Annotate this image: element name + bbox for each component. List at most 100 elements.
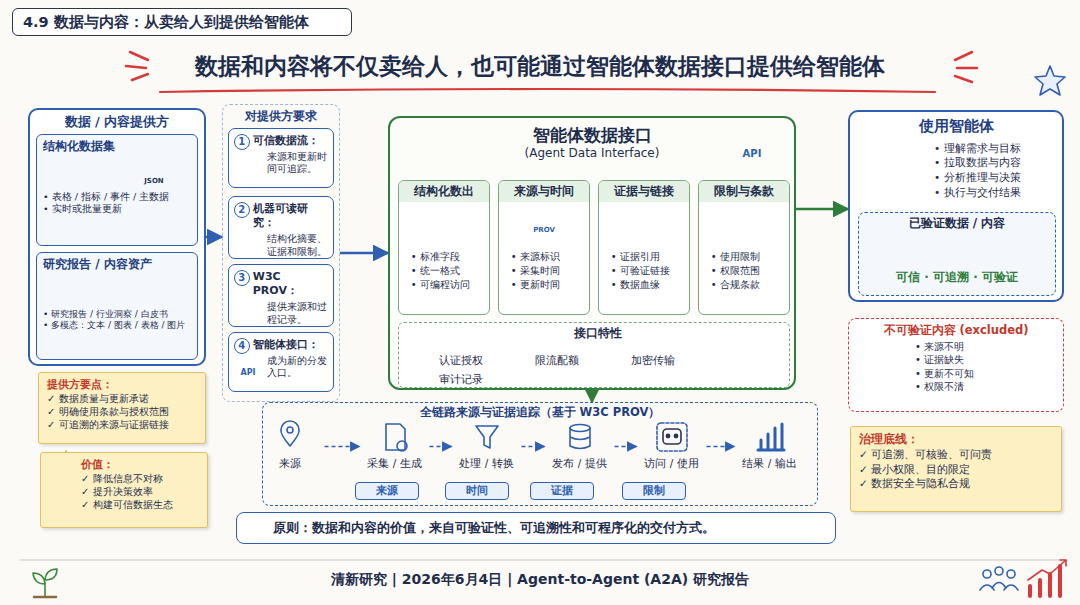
node-heading: 限制	[623, 483, 685, 499]
node-text: • 采集时间	[499, 264, 589, 278]
interface-card: 限制与条款• 使用限制• 权限范围• 合规条款	[698, 180, 790, 315]
caption: 清新研究 | 2026年6月4日 | Agent-to-Agent (A2A) …	[0, 570, 1080, 588]
node-heading: 访问 / 使用	[637, 457, 707, 471]
node-text: ✓ 降低信息不对称	[81, 472, 199, 485]
feature-band: 接口特性认证授权限流配额加密传输审计记录	[398, 322, 790, 388]
node-heading: 发布 / 提供	[545, 457, 615, 471]
node-heading: 价值：	[81, 458, 199, 472]
node-text: ✓ 最小权限、目的限定	[859, 462, 1053, 477]
node-text: • 执行与交付结果	[850, 185, 1062, 200]
requirement-box: 3W3C PROV：提供来源和过程记录。	[228, 264, 334, 327]
interface-card: 来源与时间• 来源标识• 采集时间• 更新时间	[498, 180, 590, 315]
icon-label: PROV	[533, 226, 555, 234]
node-heading: 不可验证内容 (excluded)	[849, 323, 1063, 338]
node-text: 加密传输	[599, 354, 695, 368]
connector-arrow	[430, 446, 452, 448]
trace-tag: 限制	[622, 482, 686, 500]
node-text: • 理解需求与目标	[850, 141, 1062, 156]
connector-arrow	[615, 446, 637, 448]
node-text: 审计记录	[407, 373, 503, 387]
connector-arrow	[522, 446, 545, 448]
connector-arrow	[340, 252, 388, 254]
node-text: 提供来源和过程记录。	[229, 301, 329, 326]
node-text: • 证据缺失	[849, 353, 1063, 367]
connector-arrow	[707, 446, 735, 448]
node-text: ✓ 可追溯、可核验、可问责	[859, 447, 1053, 462]
requirement-box: 4智能体接口：成为新的分发入口。	[228, 332, 334, 392]
sticky-note: 提供方要点：✓ 数据质量与更新承诺✓ 明确使用条款与授权范围✓ 可追溯的来源与证…	[38, 372, 206, 444]
node-text: • 证据引用	[599, 250, 689, 264]
node-text: • 可编程访问	[399, 278, 489, 292]
node-heading: 智能体数据接口	[390, 124, 794, 146]
interface-card: 结构化数出• 标准字段• 统一格式• 可编程访问	[398, 180, 490, 315]
node-text: • 拉取数据与内容	[850, 155, 1062, 170]
node-text: • 更新不可知	[849, 367, 1063, 381]
connector-arrow	[796, 208, 848, 210]
node-text: ✓ 明确使用条款与授权范围	[47, 405, 197, 418]
node-heading: 4	[234, 338, 250, 354]
node-text: ✓ 数据安全与隐私合规	[859, 476, 1053, 491]
node-text: ✓ 构建可信数据生态	[81, 498, 199, 511]
node-text: • 来源标识	[499, 250, 589, 264]
node-text: (Agent Data Interface)	[390, 146, 794, 162]
icon-label: API	[743, 148, 762, 159]
node-heading: 采集 / 生成	[360, 457, 430, 471]
trace-tag: 来源	[355, 482, 419, 500]
trace-tag: 证据	[530, 482, 594, 500]
interface-card: 证据与链接• 证据引用• 可验证链接• 数据血缘	[598, 180, 690, 315]
node-heading: 1	[234, 134, 250, 150]
node-text: • 权限不清	[849, 380, 1063, 394]
chain-step: 处理 / 转换	[452, 420, 522, 474]
node-heading: 证据	[531, 483, 593, 499]
verified-box: 已验证数据 / 内容可信 · 可追溯 · 可验证	[858, 212, 1056, 296]
node-heading: 研究报告 / 内容资产	[43, 257, 191, 273]
node-text: ✓ 提升决策效率	[81, 485, 199, 498]
node-heading: 全链路来源与证据追踪（基于 W3C PROV）	[263, 405, 817, 420]
node-text: 机器可读研究：	[229, 202, 329, 231]
node-text: W3C PROV：	[229, 270, 329, 299]
title: 数据和内容将不仅卖给人，也可能通过智能体数据接口提供给智能体	[0, 52, 1080, 82]
node-text: • 更新时间	[499, 278, 589, 292]
node-text: 认证授权	[407, 354, 503, 368]
icon-label: API	[240, 368, 255, 377]
node-heading: 原则：数据和内容的价值，来自可验证性、可追溯性和可程序化的交付方式。	[273, 513, 835, 542]
node-text: • 来源不明	[849, 340, 1063, 354]
node-heading: 来源	[356, 483, 418, 499]
node-text: • 表格 / 指标 / 事件 / 主数据	[43, 191, 191, 203]
node-heading: 处理 / 转换	[452, 457, 522, 471]
node-text: • 统一格式	[399, 264, 489, 278]
interface-box: 智能体数据接口(Agent Data Interface) 结构化数出• 标准字段…	[388, 116, 796, 390]
node-text: • 使用限制	[699, 250, 789, 264]
icon-label: JSON	[144, 177, 163, 185]
node-text: 来源和更新时间可追踪。	[229, 151, 329, 176]
chain-step: 访问 / 使用	[637, 420, 707, 474]
section-tag: 4.9 数据与内容：从卖给人到提供给智能体	[12, 8, 352, 36]
node-heading: 2	[234, 202, 250, 218]
provider-panel: 数据 / 内容提供方结构化数据集• 表格 / 指标 / 事件 / 主数据• 实时…	[28, 108, 206, 366]
trace-chain-box: 全链路来源与证据追踪（基于 W3C PROV） 来源 采集 / 生成 处理 / 转换 发…	[262, 402, 818, 506]
node-text: ✓ 可追溯的来源与证据链接	[47, 418, 197, 431]
chain-step: 采集 / 生成	[360, 420, 430, 474]
node-text: 可信 · 可追溯 · 可验证	[859, 270, 1055, 286]
node-heading: 来源	[255, 457, 325, 471]
node-text: ✓ 数据质量与更新承诺	[47, 392, 197, 405]
node-text: • 数据血缘	[599, 278, 689, 292]
node-heading: 已验证数据 / 内容	[859, 216, 1055, 232]
node-text: • 多模态：文本 / 图表 / 表格 / 图片	[43, 320, 191, 332]
node-heading: 3	[234, 270, 250, 286]
connector-arrow	[325, 446, 360, 448]
node-heading: 4.9 数据与内容：从卖给人到提供给智能体	[23, 13, 341, 32]
excluded-box: 不可验证内容 (excluded) • 来源不明• 证据缺失• 更新不可知• 权限…	[848, 318, 1064, 412]
node-text: • 分析推理与决策	[850, 170, 1062, 185]
node-heading: 治理底线：	[859, 432, 1053, 447]
requirement-box: 1可信数据流：来源和更新时间可追踪。	[228, 128, 334, 188]
dataset-box: 结构化数据集• 表格 / 指标 / 事件 / 主数据• 实时或批量更新	[36, 134, 198, 246]
chain-step: 来源	[255, 420, 325, 474]
node-heading: 证据与链接	[599, 181, 689, 202]
agent-panel: 使用智能体 • 理解需求与目标• 拉取数据与内容• 分析推理与决策• 执行与交付结…	[848, 110, 1064, 302]
node-heading: 提供方要点：	[47, 378, 197, 392]
sticky-note: 价值：✓ 降低信息不对称✓ 提升决策效率✓ 构建可信数据生态	[40, 452, 208, 528]
principle-box: 原则：数据和内容的价值，来自可验证性、可追溯性和可程序化的交付方式。	[236, 512, 836, 544]
node-heading: 使用智能体	[850, 117, 1062, 137]
chain-step: 结果 / 输出	[735, 420, 805, 474]
